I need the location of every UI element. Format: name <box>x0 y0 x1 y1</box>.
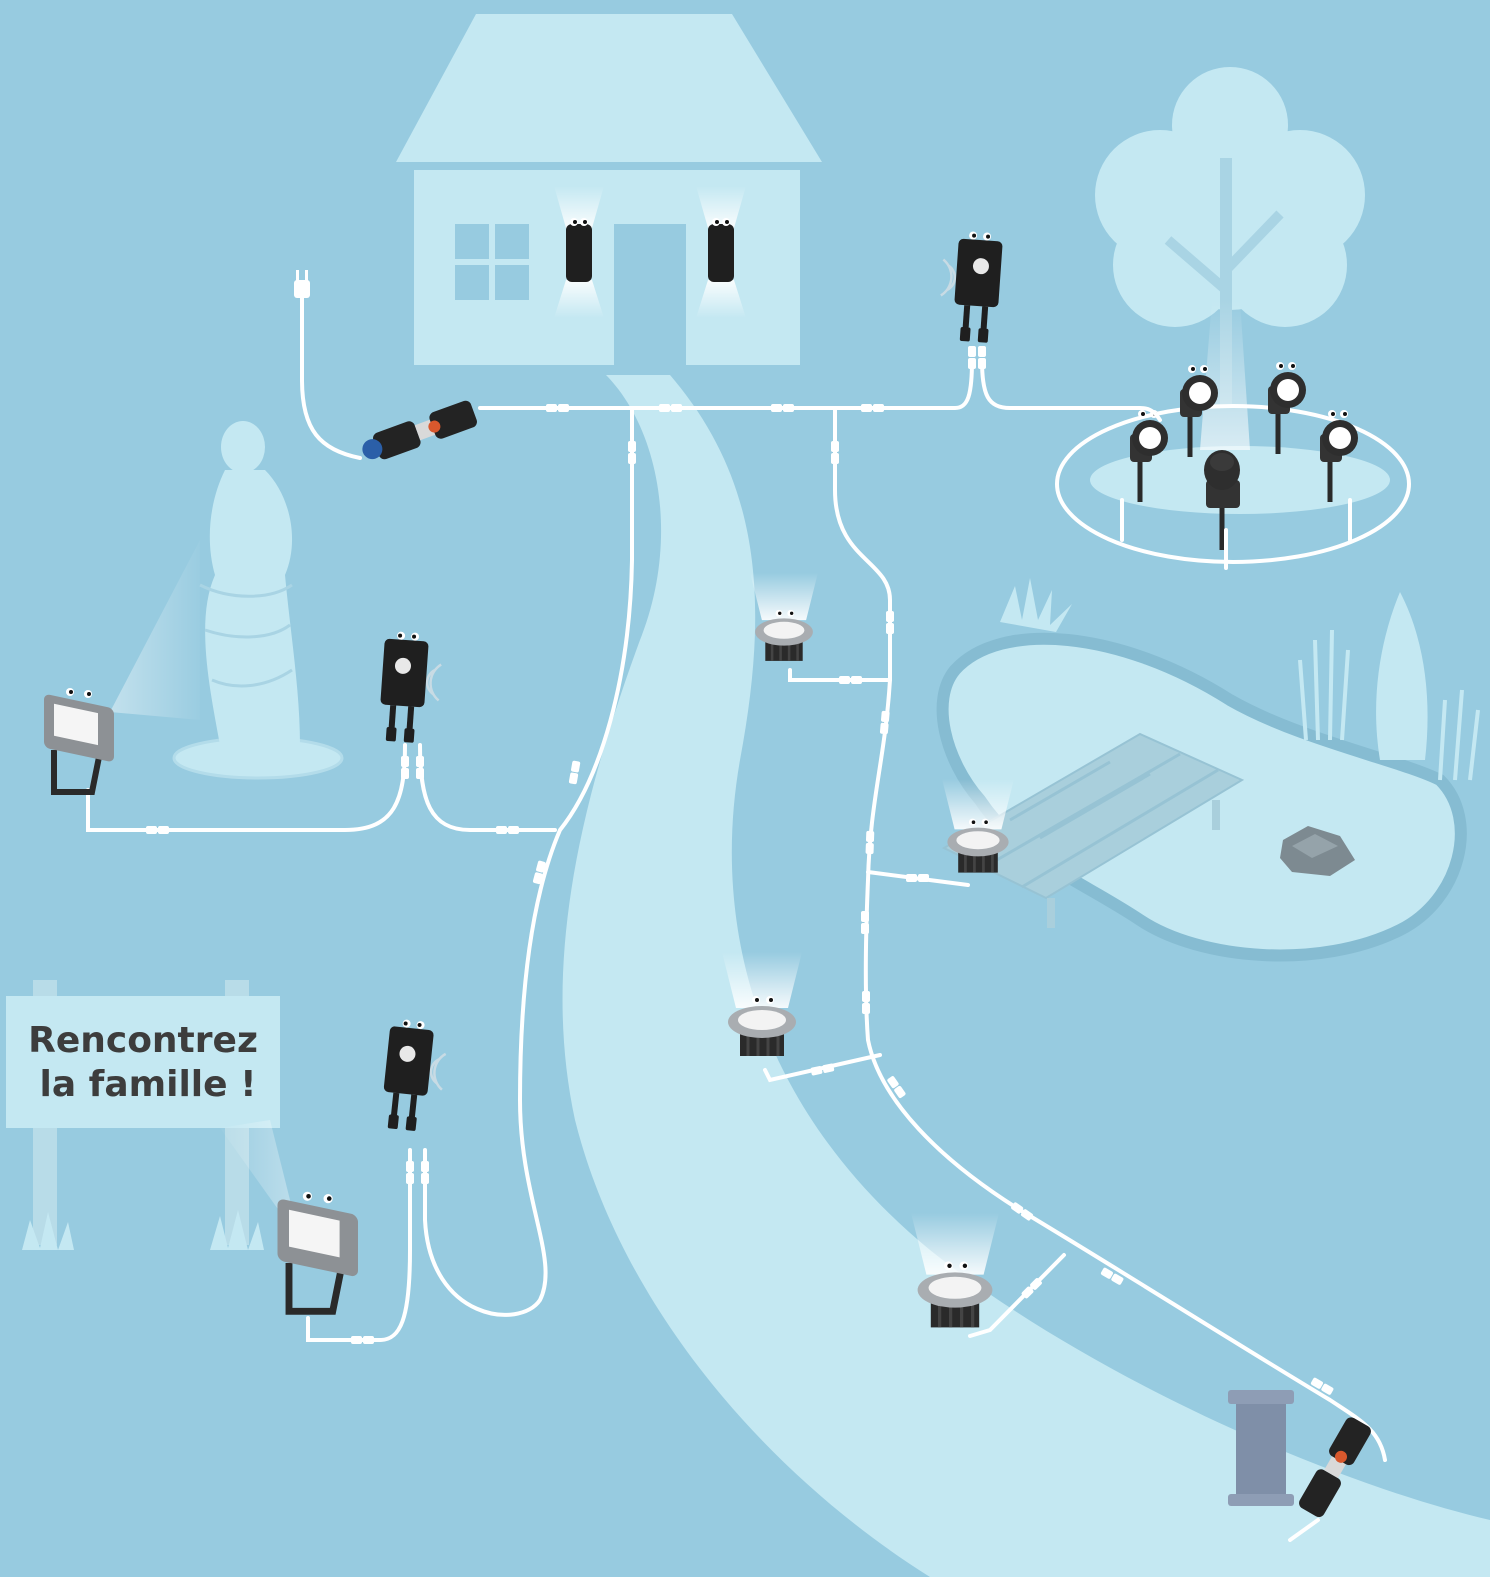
cable-network <box>86 294 1387 1542</box>
wall-light-icon <box>696 186 746 318</box>
statue-icon <box>172 421 344 780</box>
floodlight-icon <box>44 688 114 792</box>
walkway <box>562 375 1490 1577</box>
wall-light-icon <box>554 186 604 318</box>
motion-sensor-icon <box>936 228 1005 345</box>
motion-sensor-icon <box>378 1016 451 1135</box>
connector-icon <box>1299 1417 1371 1518</box>
bin-icon <box>1228 1390 1294 1506</box>
plant-icon <box>1000 578 1480 781</box>
tree-icon <box>1055 67 1411 564</box>
sign-title-line-2: la famille ! <box>39 1064 256 1105</box>
plug-icon <box>294 270 310 298</box>
floodlight-icon <box>278 1192 359 1312</box>
rock-icon <box>1280 826 1355 876</box>
motion-sensor-icon <box>376 629 445 746</box>
connector-icon <box>362 400 477 460</box>
deck-icon <box>941 732 1245 928</box>
house-icon <box>396 14 822 365</box>
signpost-icon <box>6 980 280 1250</box>
ground-light-icon <box>748 571 820 663</box>
sign-title-line-1: Rencontrez <box>28 1020 258 1061</box>
spotlight-icon <box>1130 300 1358 550</box>
